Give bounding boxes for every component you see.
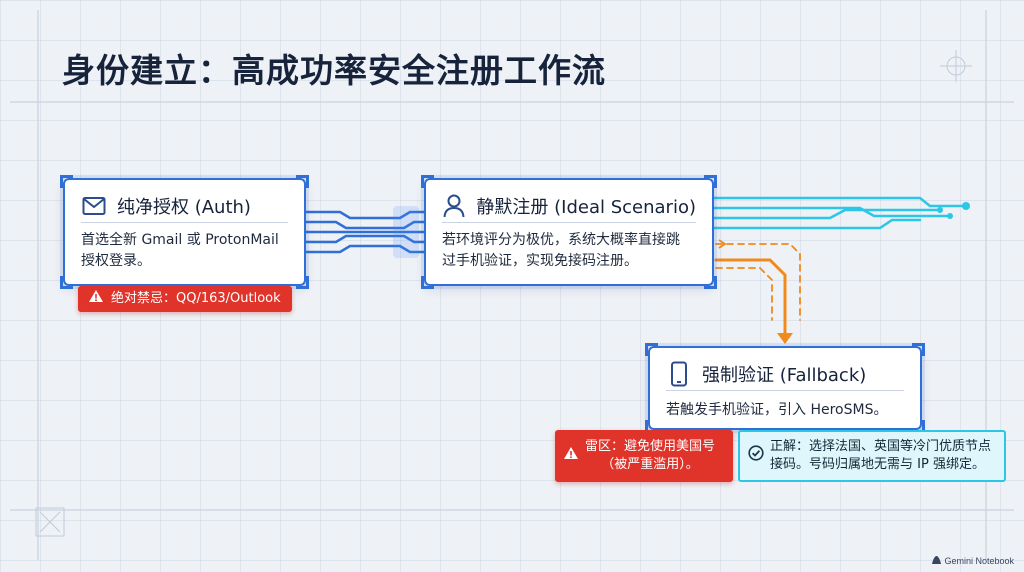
silent-to-fallback-connector [714, 243, 801, 338]
arrow-head [777, 333, 793, 344]
mail-icon [81, 193, 107, 219]
banned-warning-text: 绝对禁忌：QQ/163/Outlook [111, 291, 281, 306]
auth-card-line: 授权登录。 [81, 253, 151, 269]
silent-card-line: 过手机验证，实现免接码注册。 [442, 253, 638, 269]
fallback-card-header: 强制验证 (Fallback) [666, 358, 904, 391]
auth-card: 纯净授权 (Auth) 首选全新 Gmail 或 ProtonMail 授权登录… [60, 175, 309, 289]
auth-card-title: 纯净授权 (Auth) [117, 197, 251, 218]
outlet-node [937, 207, 943, 213]
silent-card-body: 若环境评分为极优，系统大概率直接跳 过手机验证，实现免接码注册。 [442, 230, 698, 272]
phone-icon [666, 361, 692, 387]
outlet-node [962, 202, 970, 210]
auth-card-line: 首选全新 Gmail 或 ProtonMail [81, 232, 279, 248]
footer-logo-text: Gemini Notebook [944, 556, 1014, 566]
silent-outlet-connector [712, 196, 968, 230]
banned-warning-badge: 绝对禁忌：QQ/163/Outlook [78, 286, 292, 312]
danger-zone-line: 雷区：避免使用美国号 [585, 439, 716, 454]
correct-solution-badge: 正解：选择法国、英国等冷门优质节点 接码。号码归属地无需与 IP 强绑定。 [738, 430, 1006, 482]
fallback-card-line: 若触发手机验证，引入 HeroSMS。 [666, 402, 888, 418]
danger-zone-line: （被严重滥用）。 [601, 457, 699, 472]
check-circle-icon [748, 445, 764, 467]
connector-glow [393, 206, 419, 258]
arrow-head [718, 239, 727, 249]
silent-card-header: 静默注册 (Ideal Scenario) [442, 190, 696, 223]
notebook-logo-icon [932, 556, 942, 566]
correct-solution-line: 接码。号码归属地无需与 IP 强绑定。 [770, 457, 985, 472]
fallback-card: 强制验证 (Fallback) 若触发手机验证，引入 HeroSMS。 [645, 343, 925, 433]
auth-card-header: 纯净授权 (Auth) [81, 190, 288, 223]
danger-zone-badge: 雷区：避免使用美国号 （被严重滥用）。 [555, 430, 733, 482]
user-icon [442, 193, 466, 219]
silent-card-title: 静默注册 (Ideal Scenario) [476, 197, 696, 218]
warning-icon [88, 289, 104, 309]
page-title: 身份建立：高成功率安全注册工作流 [62, 51, 606, 90]
correct-solution-text: 正解：选择法国、英国等冷门优质节点 接码。号码归属地无需与 IP 强绑定。 [770, 438, 991, 474]
warning-icon [563, 446, 579, 466]
auth-to-silent-connector [304, 210, 426, 254]
fallback-card-title: 强制验证 (Fallback) [702, 365, 867, 386]
footer-logo: Gemini Notebook [932, 556, 1014, 566]
correct-solution-line: 正解：选择法国、英国等冷门优质节点 [770, 439, 992, 454]
silent-card-line: 若环境评分为极优，系统大概率直接跳 [442, 232, 680, 248]
silent-card: 静默注册 (Ideal Scenario) 若环境评分为极优，系统大概率直接跳 … [421, 175, 717, 289]
fallback-card-body: 若触发手机验证，引入 HeroSMS。 [666, 400, 906, 421]
auth-card-body: 首选全新 Gmail 或 ProtonMail 授权登录。 [81, 230, 290, 272]
outlet-node [947, 213, 953, 219]
danger-zone-text: 雷区：避免使用美国号 （被严重滥用）。 [585, 438, 715, 474]
